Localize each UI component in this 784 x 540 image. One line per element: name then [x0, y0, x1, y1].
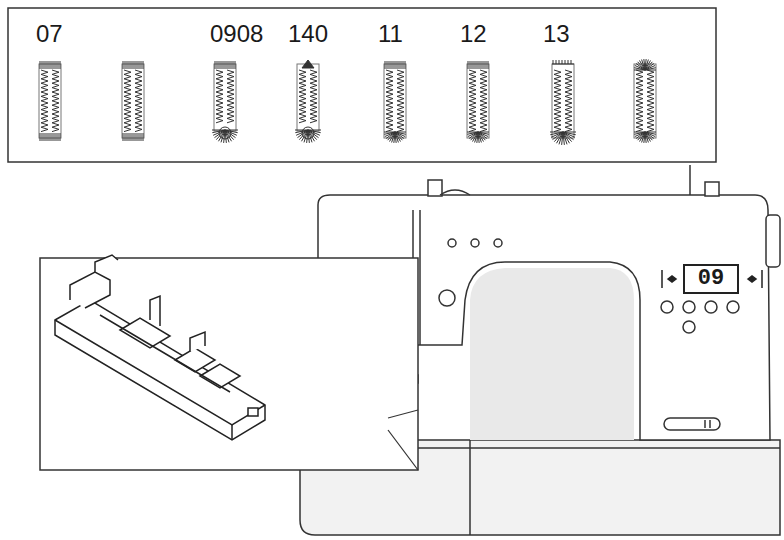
pattern-number: 13	[543, 22, 570, 46]
buttonhole-foot	[55, 255, 265, 440]
display-number: 09	[698, 268, 724, 290]
inset-frame	[40, 258, 418, 470]
leader-line	[388, 410, 418, 418]
lcd-display: 09	[683, 264, 739, 294]
pattern-number: 0908	[210, 22, 263, 46]
pattern-number: 07	[36, 22, 63, 46]
pattern-number: 11	[378, 22, 403, 46]
pattern-number: 140	[288, 22, 328, 46]
pattern-panel	[8, 8, 716, 162]
leader-line	[388, 430, 418, 470]
pattern-number: 12	[460, 22, 487, 46]
buttonhole-icons	[39, 59, 656, 145]
